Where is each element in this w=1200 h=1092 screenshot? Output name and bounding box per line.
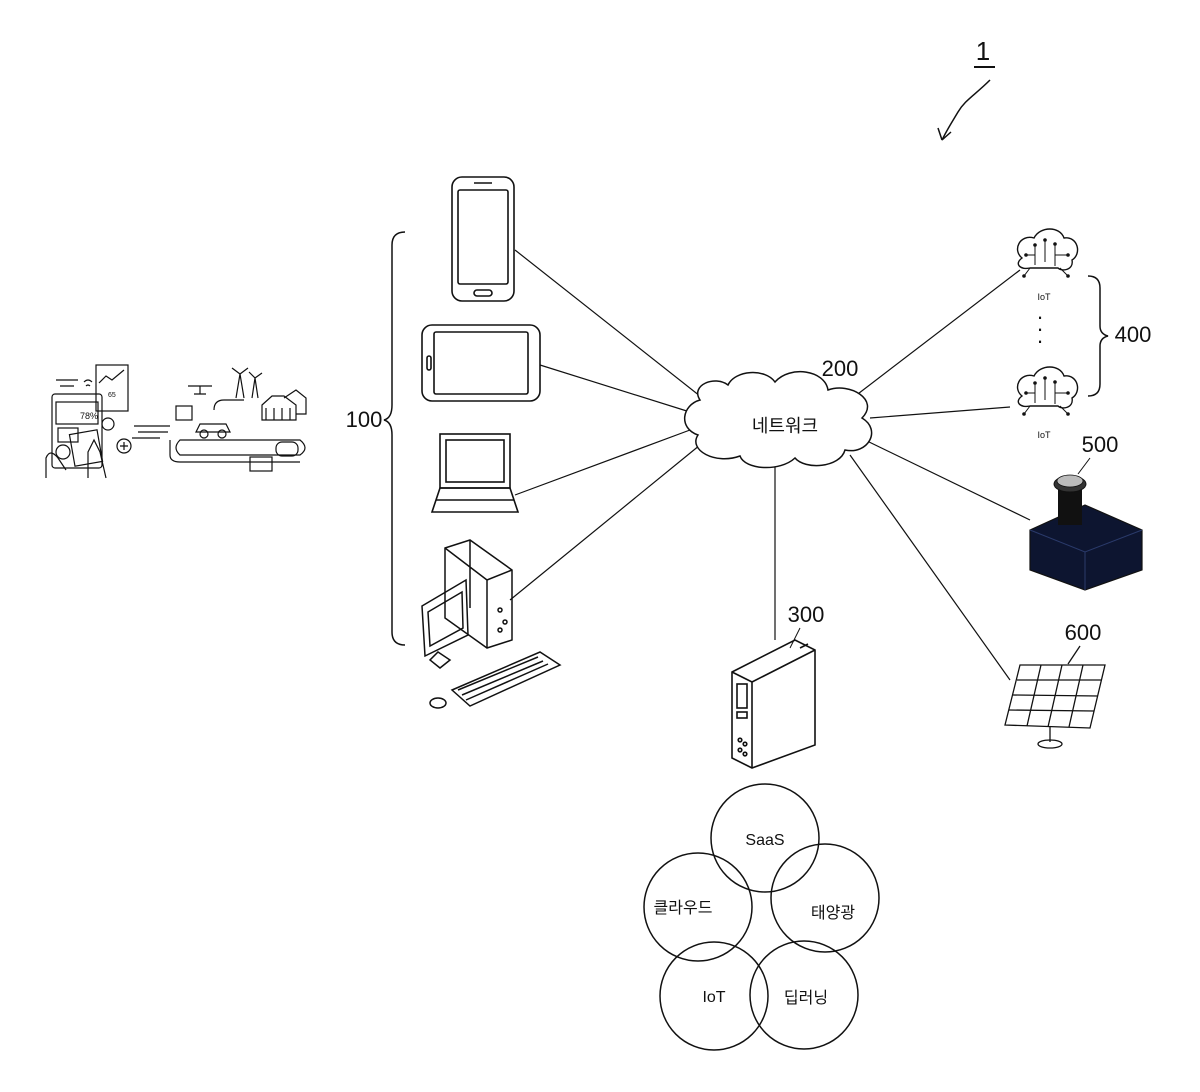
venn-solar-label: 태양광 — [811, 904, 855, 922]
venn-cloud-label: 클라우드 — [654, 899, 713, 917]
smart-farm-illustration: 78% 65 — [46, 365, 306, 478]
server-icon — [732, 640, 815, 768]
iot-device-icon-top: IoT — [1018, 229, 1078, 302]
iot-ellipsis: · · · — [1036, 304, 1043, 353]
sensor-ref-label: 500 — [1082, 432, 1119, 457]
smartphone-icon — [452, 177, 514, 301]
solar-ref-label: 600 — [1065, 620, 1102, 645]
inset-percent-label: 78% — [80, 411, 98, 421]
terminals-bracket: 100 — [346, 232, 405, 645]
network-label: 네트워크 — [752, 416, 818, 436]
network-cloud: 네트워크 200 — [685, 356, 872, 468]
terminals-ref-label: 100 — [346, 407, 383, 432]
server-ref-label: 300 — [788, 602, 825, 627]
venn-iot-label: IoT — [702, 989, 725, 1006]
iot-group-bracket: 400 — [1088, 276, 1151, 396]
sensor-device-icon: 500 — [1030, 432, 1142, 590]
solar-panel-icon: 600 — [1005, 620, 1105, 748]
network-ref-label: 200 — [822, 356, 859, 381]
figure-number-label: 1 — [976, 36, 990, 66]
laptop-icon — [432, 434, 518, 512]
iot-device-label-top: IoT — [1037, 292, 1051, 302]
iot-device-icon-bottom: IoT — [1018, 367, 1078, 440]
inset-small-label: 65 — [108, 392, 116, 399]
venn-saas-label: SaaS — [745, 832, 784, 849]
venn-deep-learning-label: 딥러닝 — [784, 989, 828, 1007]
iot-device-label-bottom: IoT — [1037, 430, 1051, 440]
iot-group-ref-label: 400 — [1115, 322, 1152, 347]
tablet-icon — [422, 325, 540, 401]
figure-number: 1 — [938, 36, 995, 140]
desktop-computer-icon — [422, 540, 560, 708]
svg-text:·: · — [1036, 328, 1043, 353]
